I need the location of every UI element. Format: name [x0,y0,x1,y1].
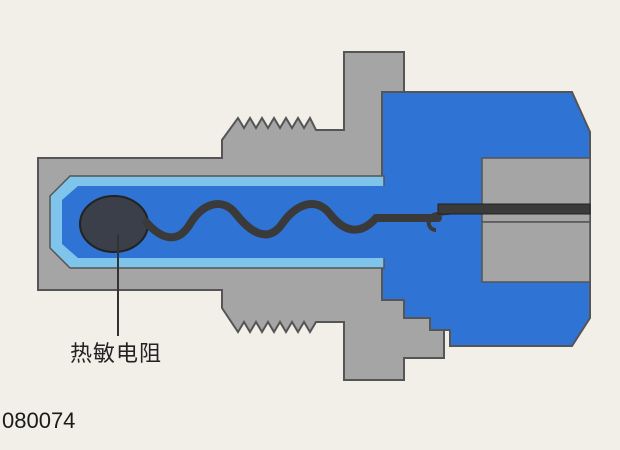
figure-number: 080074 [2,408,76,433]
terminal-pin [437,203,591,215]
terminal-slot-lower [481,221,591,283]
thermistor-bead [79,195,149,253]
thermistor-lead-wire [142,200,442,242]
thermistor-label: 热敏电阻 [70,342,163,367]
